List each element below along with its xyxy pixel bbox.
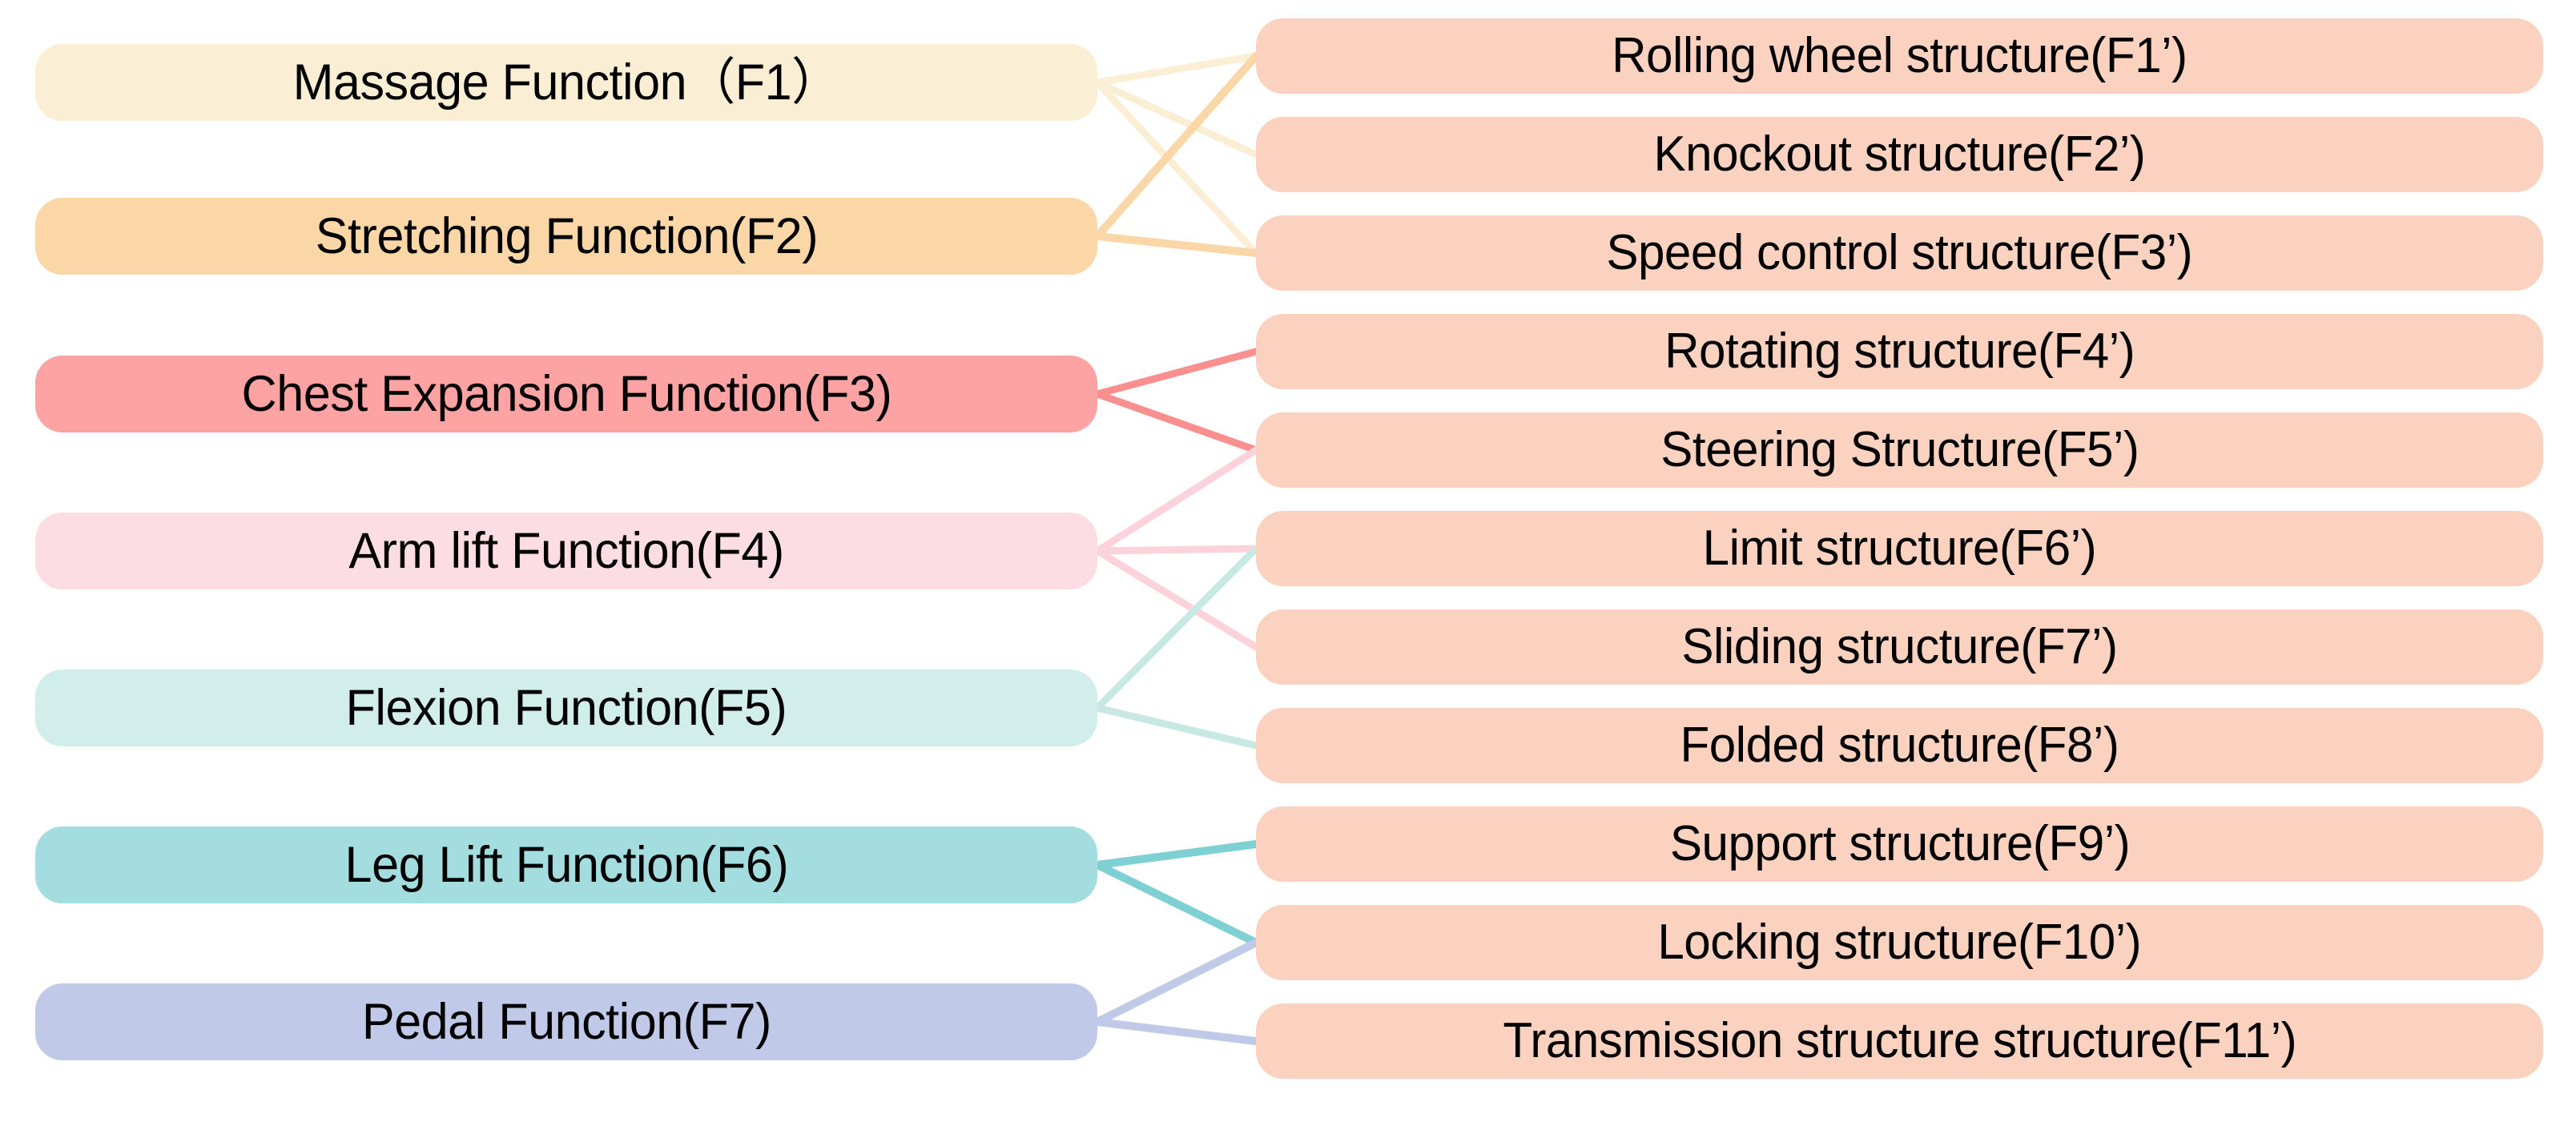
connection-line-F6-to-F10p: [1093, 861, 1260, 947]
function-node-F3[interactable]: Chest Expansion Function(F3): [35, 356, 1097, 432]
function-node-F6[interactable]: Leg Lift Function(F6): [35, 826, 1097, 903]
node-label: Flexion Function(F5): [345, 679, 787, 736]
node-label: Arm lift Function(F4): [348, 522, 784, 579]
node-label: Pedal Function(F7): [361, 993, 771, 1050]
node-label: Chest Expansion Function(F3): [241, 365, 892, 422]
node-label: Massage Function（F1）: [292, 54, 840, 111]
connection-line-F3-to-F4p: [1093, 348, 1260, 398]
connection-line-F1-to-F2p: [1093, 78, 1260, 159]
connection-line-F5-to-F8p: [1093, 704, 1260, 750]
function-node-F7[interactable]: Pedal Function(F7): [35, 983, 1097, 1060]
structure-node-F10p[interactable]: Locking structure(F10’): [1256, 905, 2543, 980]
connection-line-F4-to-F7p: [1093, 547, 1260, 651]
structure-node-F1p[interactable]: Rolling wheel structure(F1’): [1256, 18, 2543, 94]
node-label: Knockout structure(F2’): [1653, 127, 2146, 183]
node-label: Support structure(F9’): [1669, 816, 2130, 872]
connection-line-F1-to-F3p: [1093, 78, 1260, 257]
node-label: Stretching Function(F2): [315, 207, 818, 264]
node-label: Locking structure(F10’): [1657, 915, 2142, 971]
structure-node-F9p[interactable]: Support structure(F9’): [1256, 806, 2543, 882]
node-label: Sliding structure(F7’): [1681, 619, 2118, 675]
function-node-F2[interactable]: Stretching Function(F2): [35, 198, 1097, 275]
connection-line-F7-to-F11p: [1093, 1018, 1260, 1045]
function-node-F5[interactable]: Flexion Function(F5): [35, 670, 1097, 746]
structure-node-F3p[interactable]: Speed control structure(F3’): [1256, 215, 2543, 291]
function-node-F1[interactable]: Massage Function（F1）: [35, 44, 1097, 121]
structure-node-F4p[interactable]: Rotating structure(F4’): [1256, 314, 2543, 389]
structure-node-F7p[interactable]: Sliding structure(F7’): [1256, 609, 2543, 685]
connection-line-F3-to-F5p: [1093, 390, 1260, 454]
structure-node-F8p[interactable]: Folded structure(F8’): [1256, 708, 2543, 783]
connection-line-F2-to-F3p: [1093, 232, 1260, 257]
connection-line-F1-to-F1p: [1093, 52, 1260, 86]
connection-line-F7-to-F10p: [1093, 939, 1260, 1026]
connection-line-F2-to-F1p: [1093, 52, 1260, 240]
node-label: Rolling wheel structure(F1’): [1612, 28, 2188, 84]
structure-node-F2p[interactable]: Knockout structure(F2’): [1256, 117, 2543, 192]
connection-line-F4-to-F6p: [1093, 545, 1260, 555]
connection-line-F6-to-F9p: [1093, 840, 1260, 869]
node-label: Steering Structure(F5’): [1660, 422, 2139, 478]
node-label: Transmission structure structure(F11’): [1503, 1013, 2296, 1069]
structure-node-F6p[interactable]: Limit structure(F6’): [1256, 511, 2543, 586]
connection-line-F4-to-F5p: [1093, 446, 1260, 555]
node-label: Speed control structure(F3’): [1606, 225, 2193, 281]
node-label: Rotating structure(F4’): [1664, 324, 2135, 380]
structure-node-F5p[interactable]: Steering Structure(F5’): [1256, 412, 2543, 488]
function-node-F4[interactable]: Arm lift Function(F4): [35, 513, 1097, 589]
node-label: Folded structure(F8’): [1680, 718, 2119, 774]
structure-node-F11p[interactable]: Transmission structure structure(F11’): [1256, 1003, 2543, 1079]
connection-line-F5-to-F6p: [1093, 545, 1260, 712]
node-label: Leg Lift Function(F6): [344, 836, 788, 893]
node-label: Limit structure(F6’): [1702, 521, 2097, 577]
